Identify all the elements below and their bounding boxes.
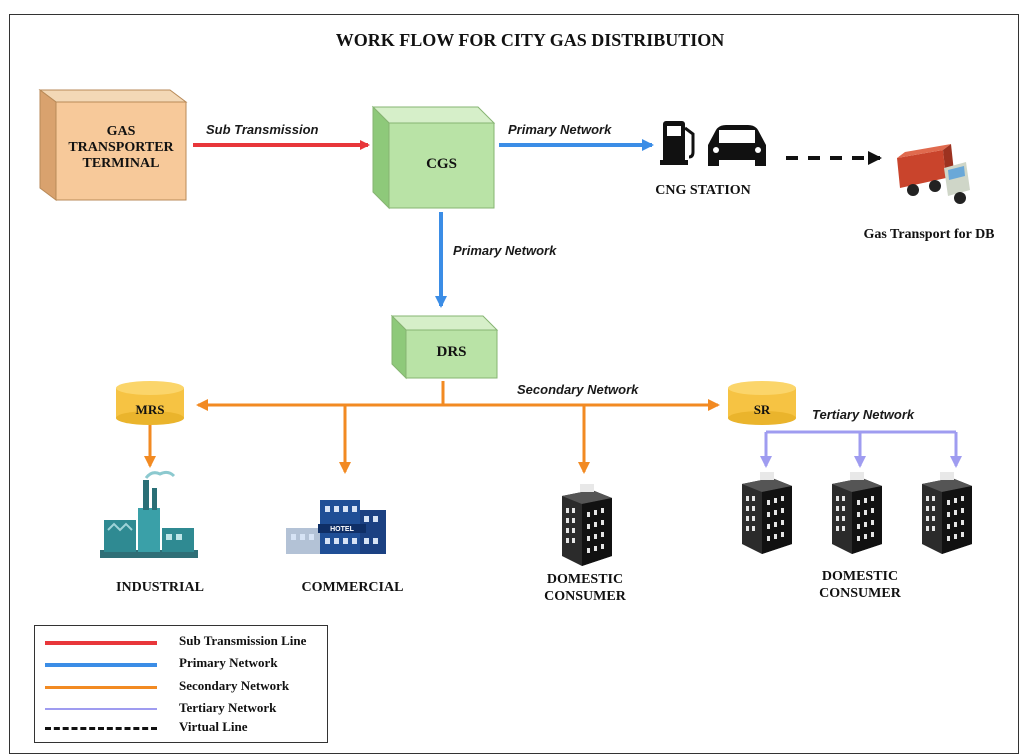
tertiary-network-edge-label: Tertiary Network (812, 407, 915, 422)
legend-swatch (45, 686, 157, 689)
legend-item: Tertiary Network (35, 699, 327, 719)
apartment-building-icon (742, 472, 792, 554)
primary-network-edge-label-2: Primary Network (453, 243, 557, 258)
industrial-label: INDUSTRIAL (116, 580, 204, 595)
sub-transmission-edge-label: Sub Transmission (206, 122, 319, 137)
domestic-consumer-label-2: DOMESTIC CONSUMER (819, 569, 901, 601)
legend-item: Sub Transmission Line (35, 632, 327, 652)
legend-swatch (45, 708, 157, 710)
legend-label: Tertiary Network (179, 700, 277, 715)
legend-label: Primary Network (179, 655, 278, 670)
commercial-label: COMMERCIAL (301, 580, 404, 595)
truck-icon (897, 144, 970, 204)
sr-label: SR (753, 402, 771, 417)
apartment-building-icon (922, 472, 972, 554)
legend-item: Virtual Line (35, 718, 327, 738)
gas-transport-label: Gas Transport for DB (863, 227, 995, 242)
hotel-sign-text: HOTEL (330, 526, 354, 533)
terminal-label: GAS TRANSPORTER TERMINAL (68, 124, 174, 171)
legend-label: Virtual Line (179, 719, 248, 734)
factory-icon (100, 470, 198, 558)
sr-cylinder (728, 381, 796, 425)
fuel-pump-icon (660, 121, 695, 165)
legend: Sub Transmission Line Primary Network Se… (34, 625, 328, 743)
legend-swatch (45, 663, 157, 667)
domestic-consumer-label-1: DOMESTIC CONSUMER (544, 572, 626, 604)
apartment-building-icon (832, 472, 882, 554)
terminal-box (38, 89, 188, 201)
primary-network-edge-label-1: Primary Network (508, 122, 612, 137)
drs-box (390, 314, 499, 380)
secondary-network-lines (144, 381, 720, 474)
tertiary-network-lines (760, 430, 962, 468)
legend-swatch (45, 727, 157, 730)
cng-station-label: CNG STATION (655, 183, 751, 198)
legend-label: Secondary Network (179, 678, 290, 693)
secondary-network-edge-label: Secondary Network (517, 382, 639, 397)
mrs-cylinder (116, 381, 184, 425)
hotel-icon (286, 500, 386, 554)
drs-label: DRS (436, 344, 467, 360)
cgs-box (371, 105, 496, 210)
cgs-label: CGS (426, 156, 457, 172)
mrs-label: MRS (135, 402, 165, 417)
car-icon (708, 125, 766, 166)
legend-item: Secondary Network (35, 677, 327, 697)
legend-swatch (45, 641, 157, 645)
legend-label: Sub Transmission Line (179, 633, 307, 648)
legend-item: Primary Network (35, 654, 327, 674)
diagram-title: WORK FLOW FOR CITY GAS DISTRIBUTION (335, 30, 725, 50)
apartment-building-icon (562, 484, 612, 566)
